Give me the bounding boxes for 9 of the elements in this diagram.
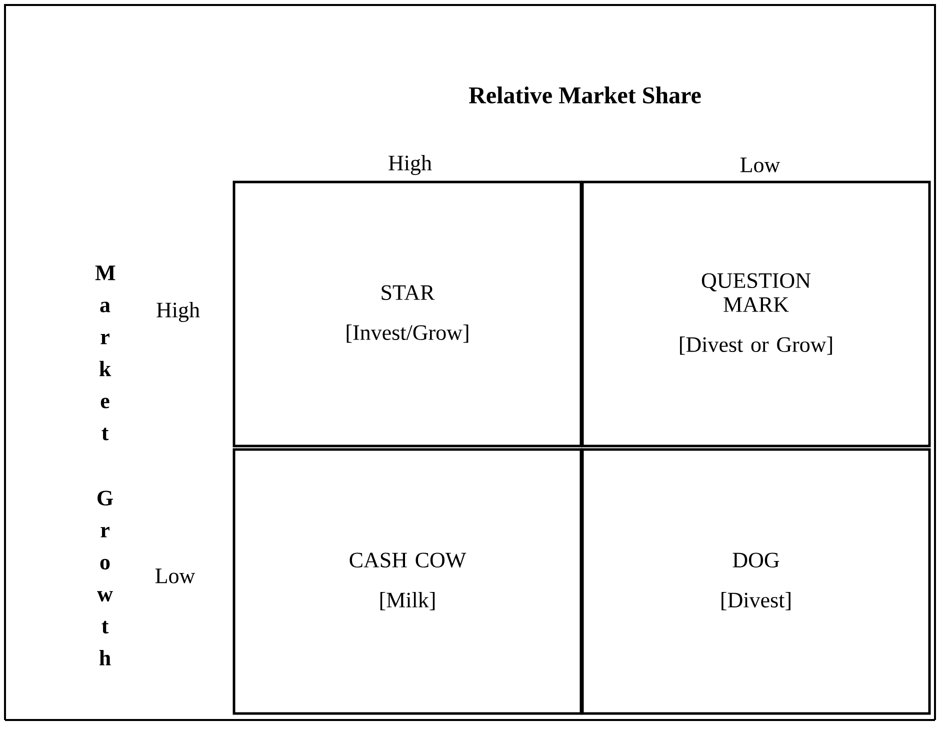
matrix-cell: DOG [Divest]	[581, 448, 931, 715]
matrix-cell: QUESTION MARK [Divest or Grow]	[581, 180, 931, 448]
axis-level-label: Low	[155, 568, 196, 584]
axis-title: Market	[95, 266, 116, 440]
axis-title: Growth	[97, 490, 113, 666]
axis-title: Relative Market Share	[469, 86, 701, 104]
axis-level-label: High	[156, 302, 200, 322]
matrix-cell: STAR [Invest/Grow]	[232, 180, 582, 448]
matrix-cell: CASH COW [Milk]	[232, 448, 582, 715]
